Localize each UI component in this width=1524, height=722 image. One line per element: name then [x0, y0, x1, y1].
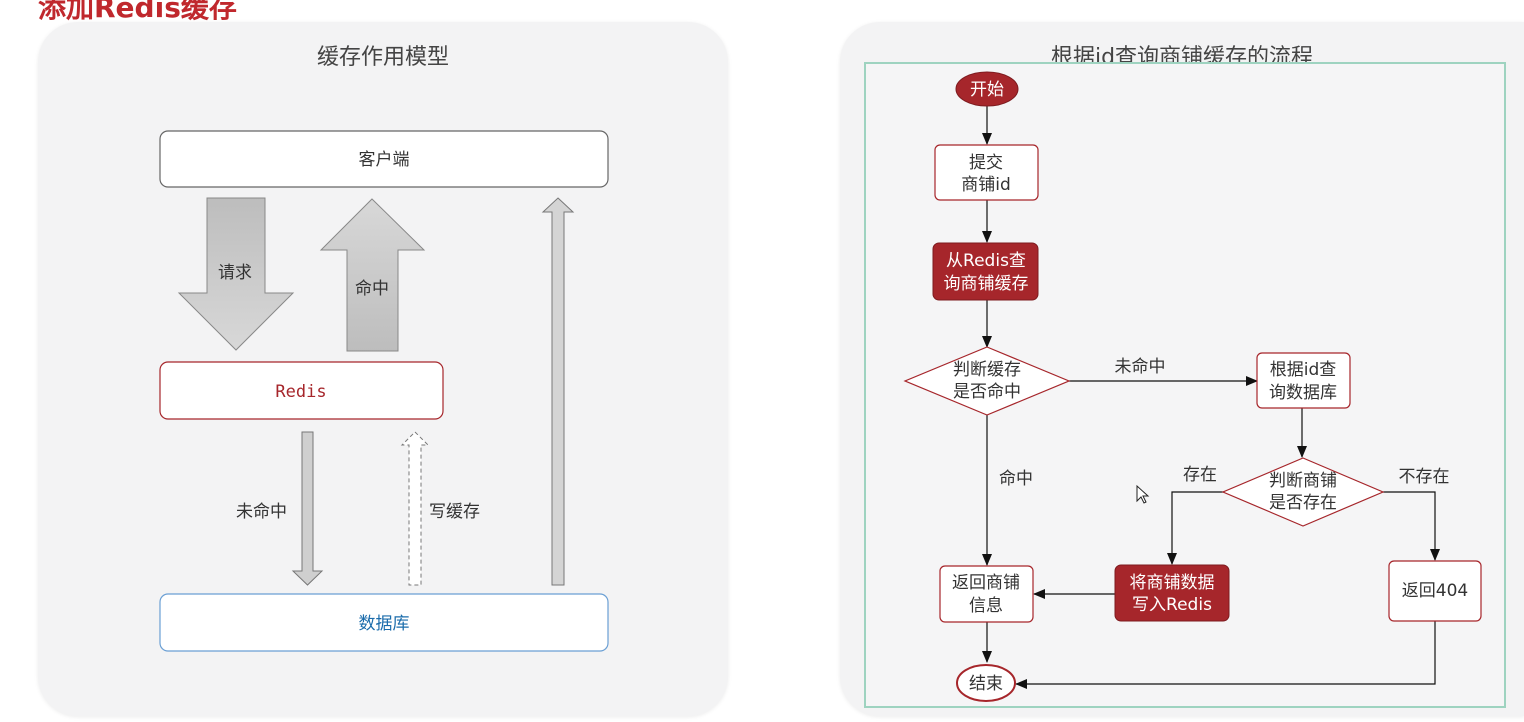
return-404-node: 返回404 [1388, 560, 1482, 622]
database-label: 数据库 [359, 614, 410, 634]
edge-hit-label: 命中 [999, 469, 1033, 489]
request-label: 请求 [218, 263, 252, 283]
return-info-line2: 信息 [969, 596, 1003, 616]
write-cache-label: 写缓存 [429, 502, 480, 522]
redis-box: Redis [159, 361, 444, 420]
query-database-node: 根据id查 询数据库 [1256, 352, 1351, 409]
hit-arrow: 命中 [319, 198, 426, 352]
miss-arrow: 未命中 [236, 431, 324, 586]
return-shop-info-node: 返回商铺 信息 [939, 565, 1034, 623]
end-label: 结束 [969, 674, 1003, 694]
client-box: 客户端 [159, 130, 609, 188]
request-arrow: 请求 [177, 197, 295, 351]
edge-exists-label: 存在 [1183, 465, 1217, 485]
edge-not-exists-label: 不存在 [1399, 467, 1450, 487]
start-label: 开始 [970, 80, 1004, 100]
end-node: 结束 [956, 664, 1016, 702]
page-heading: 添加Redis缓存 [38, 0, 237, 24]
query-redis-line1: 从Redis查 [946, 251, 1026, 271]
start-node: 开始 [955, 71, 1019, 107]
hit-label: 命中 [355, 279, 389, 299]
flow-edges [982, 105, 1440, 689]
judge-shop-line2: 是否存在 [1269, 493, 1337, 513]
write-redis-node: 将商铺数据 写入Redis [1114, 564, 1230, 622]
write-redis-line1: 将商铺数据 [1130, 573, 1215, 593]
db-to-client-arrow [541, 197, 575, 586]
query-redis-node: 从Redis查 询商铺缓存 [932, 242, 1039, 301]
judge-cache-hit-node: 判断缓存 是否命中 [903, 346, 1071, 416]
judge-cache-line2: 是否命中 [953, 382, 1021, 402]
submit-line1: 提交 [969, 153, 1003, 173]
query-db-line2: 询数据库 [1269, 383, 1337, 403]
write-cache-arrow: 写缓存 [400, 431, 480, 586]
query-db-line1: 根据id查 [1270, 360, 1337, 380]
client-label: 客户端 [359, 150, 410, 170]
edge-miss-label: 未命中 [1115, 357, 1166, 377]
mouse-cursor-icon [1136, 484, 1150, 504]
cache-model-title: 缓存作用模型 [316, 45, 449, 70]
return-404-label: 返回404 [1402, 581, 1468, 601]
judge-shop-line1: 判断商铺 [1269, 471, 1337, 491]
return-info-line1: 返回商铺 [952, 573, 1020, 593]
query-redis-line2: 询商铺缓存 [944, 274, 1029, 294]
judge-cache-line1: 判断缓存 [953, 360, 1021, 380]
submit-shop-id-node: 提交 商铺id [934, 144, 1039, 201]
judge-shop-exists-node: 判断商铺 是否存在 [1221, 457, 1385, 527]
write-redis-line2: 写入Redis [1132, 595, 1212, 615]
miss-label: 未命中 [236, 502, 287, 522]
database-box: 数据库 [159, 593, 609, 652]
redis-label: Redis [275, 382, 326, 402]
submit-line2: 商铺id [961, 175, 1011, 195]
